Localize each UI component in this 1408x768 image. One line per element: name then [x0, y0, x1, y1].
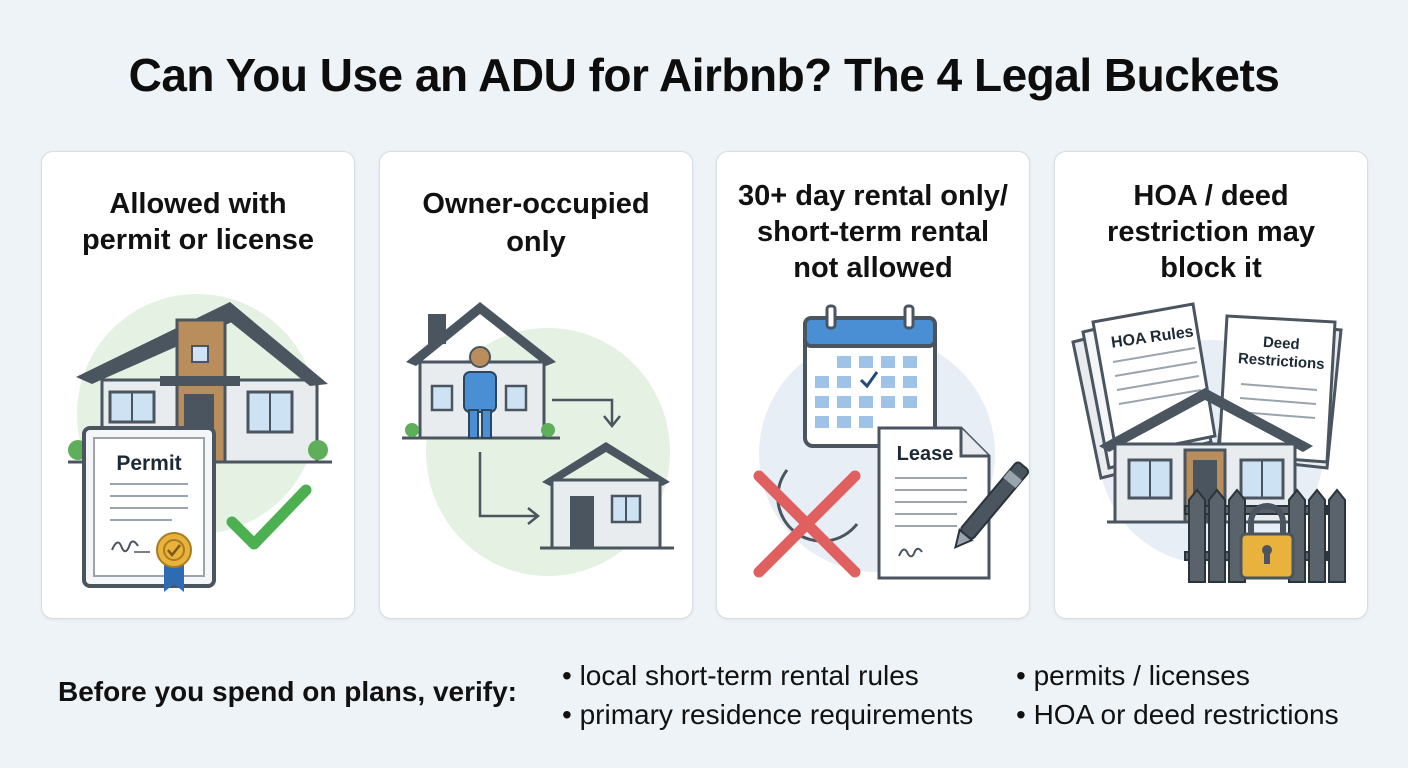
card-title-line-3: block it	[1160, 252, 1262, 284]
deed-label-line-1: Deed	[1262, 334, 1300, 354]
permit-illustration: Permit	[68, 294, 332, 592]
card-title-line-1: HOA / deed	[1133, 180, 1289, 212]
list-item: • local short-term rental rules	[562, 660, 919, 691]
list-item: • permits / licenses	[1016, 660, 1250, 691]
list-item: • primary residence requirements	[562, 699, 974, 730]
checkmark-icon	[226, 484, 312, 550]
adu-house-icon	[540, 442, 674, 550]
moon-icon	[776, 469, 859, 543]
list-item: • HOA or deed restrictions	[1016, 699, 1339, 730]
card-title-line-1: Allowed with	[109, 188, 287, 220]
deed-label-line-2: Restrictions	[1237, 350, 1325, 373]
hoa-illustration: HOA Rules Deed Restrictions	[1071, 302, 1346, 583]
card-title-line-1: 30+ day rental only/	[738, 180, 1008, 212]
padlock-icon	[1239, 503, 1295, 580]
card-permit: Allowed with permit or license	[41, 151, 355, 619]
card-title-line-1: Owner-occupied	[422, 188, 650, 220]
x-icon	[753, 470, 861, 578]
card-title-line-2: only	[506, 226, 566, 258]
arrow-icon	[478, 398, 621, 525]
card-owner-occupied: Owner-occupied only	[379, 151, 693, 619]
permit-document-icon	[82, 426, 216, 592]
person-icon	[463, 346, 497, 439]
card-title-line-2: short-term rental	[756, 216, 990, 248]
owner-occupied-illustration	[402, 302, 674, 576]
hoa-rules-document-icon	[1071, 302, 1217, 480]
card-30-day-rental: 30+ day rental only/ short-term rental n…	[716, 151, 1030, 619]
page-title: Can You Use an ADU for Airbnb? The 4 Leg…	[128, 49, 1280, 101]
rental-illustration: Lease	[753, 304, 1029, 580]
verify-label: Before you spend on plans, verify:	[58, 676, 517, 707]
calendar-icon	[803, 304, 937, 448]
card-title-line-3: not allowed	[793, 252, 953, 284]
card-hoa-deed: HOA / deed restriction may block it HOA …	[1054, 151, 1368, 619]
card-title-line-2: permit or license	[81, 224, 315, 256]
card-title-line-2: restriction may	[1107, 216, 1315, 248]
permit-label: Permit	[116, 452, 181, 475]
lease-label: Lease	[897, 443, 954, 465]
pen-icon	[953, 461, 1029, 549]
